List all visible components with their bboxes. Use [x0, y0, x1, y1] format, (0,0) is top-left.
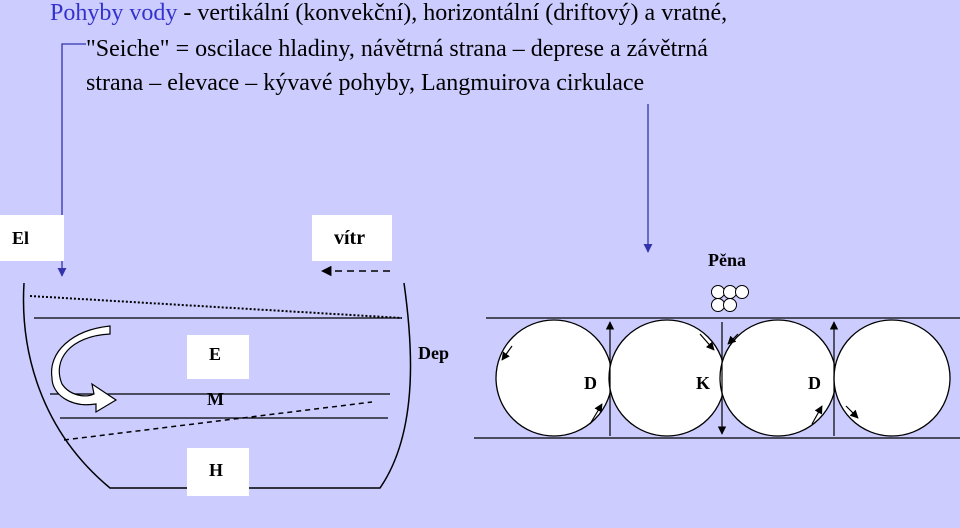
circulation-cell-4	[833, 319, 951, 437]
divergence-label-right: D	[808, 373, 821, 393]
rotation-tick-3	[699, 333, 715, 351]
text-line-3: strana – elevace – kývavé pohyby, Langmu…	[86, 70, 645, 96]
lake-basin	[22, 282, 412, 489]
topic-description-1: - vertikální (konvekční), horizontální (…	[177, 0, 728, 26]
text-line-2: "Seiche" = oscilace hladiny, návětrná st…	[86, 36, 708, 62]
metalimnion-label: M	[207, 389, 224, 409]
text-line-1: Pohyby vody - vertikální (konvekční), ho…	[50, 0, 727, 27]
depression-label: Dep	[418, 343, 449, 363]
el-label: El	[12, 228, 29, 248]
rotation-tick-4	[727, 333, 739, 345]
foam-bubble	[723, 298, 737, 312]
epilimnion-label: E	[209, 344, 221, 364]
rotation-arrow	[51, 325, 118, 414]
foam-bubble	[735, 285, 749, 299]
seiche-pointer-line	[57, 43, 86, 277]
foam-bubbles	[711, 285, 749, 312]
tilted-thermocline-line	[63, 401, 373, 441]
convergence-label: K	[696, 373, 710, 393]
rotation-tick-1	[501, 345, 513, 361]
hypolimnion-box	[187, 448, 249, 496]
rotation-tick-2	[589, 403, 603, 425]
hypolimnion-label: H	[209, 460, 223, 480]
el-box	[0, 215, 64, 261]
tilted-surface-line	[29, 295, 403, 319]
divergence-label-left: D	[584, 373, 597, 393]
foam-label: Pěna	[708, 250, 746, 270]
rotation-tick-6	[845, 405, 859, 419]
foam-bubble	[711, 298, 725, 312]
topic-title: Pohyby vody	[50, 0, 178, 26]
foam-bubble	[711, 285, 725, 299]
epilimnion-box	[187, 335, 249, 379]
wind-box	[312, 215, 392, 261]
foam-bubble	[723, 285, 737, 299]
wind-label: vítr	[334, 227, 365, 249]
rotation-tick-5	[811, 405, 823, 425]
